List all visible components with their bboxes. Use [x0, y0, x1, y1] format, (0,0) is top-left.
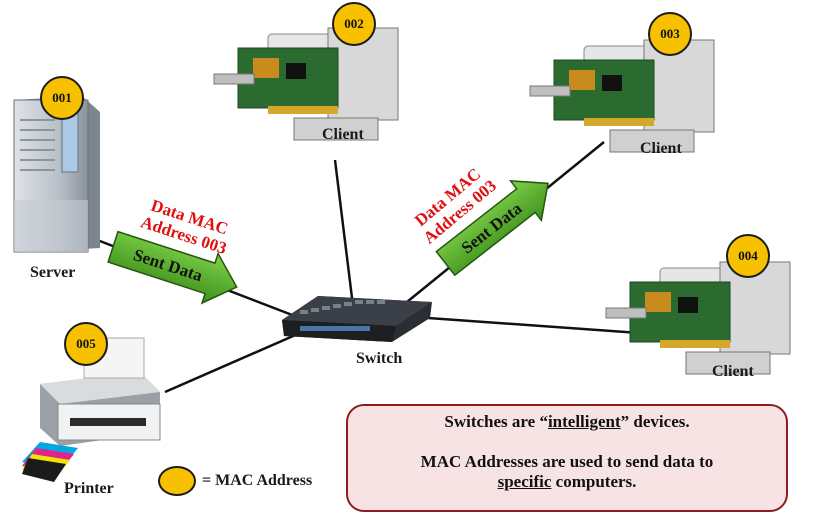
label-server: Server — [30, 264, 76, 281]
note-line1: Switches are “intelligent” devices. — [348, 412, 786, 432]
network-card-icon-client-top — [213, 27, 399, 141]
note-line2: MAC Addresses are used to send data to — [420, 452, 714, 471]
cable-printer — [164, 331, 301, 394]
mac-badge-client-right: 003 — [648, 12, 692, 56]
printer-icon — [22, 337, 161, 482]
mac-badge-client-top: 002 — [332, 2, 376, 46]
note-line1-before: Switches are “ — [444, 412, 548, 431]
server-icon — [13, 96, 100, 253]
label-client-bottom: Client — [712, 363, 754, 380]
network-card-icon-client-right — [529, 39, 715, 153]
note-line1-after: ” devices. — [620, 412, 690, 431]
note-line1-emphasis: intelligent — [547, 412, 621, 431]
label-client-top: Client — [322, 126, 364, 143]
network-card-icon-client-bottom — [605, 261, 791, 375]
legend-text: = MAC Address — [202, 472, 313, 489]
cable-client-top — [333, 159, 354, 299]
label-printer: Printer — [64, 480, 114, 497]
mac-badge-server: 001 — [40, 76, 84, 120]
label-switch: Switch — [356, 350, 403, 367]
mac-badge-client-bottom: 004 — [726, 234, 770, 278]
note-line3-emphasis: specific — [497, 472, 552, 491]
info-note-box: Switches are “intelligent” devices. MAC … — [346, 404, 788, 512]
label-client-right: Client — [640, 140, 682, 157]
legend: = MAC Address — [158, 466, 312, 496]
legend-mac-badge-icon — [158, 466, 196, 496]
note-line3-after: computers. — [551, 472, 637, 491]
mac-badge-printer: 005 — [64, 322, 108, 366]
switch-icon — [282, 296, 432, 342]
note-line3: specific computers. — [348, 472, 786, 492]
